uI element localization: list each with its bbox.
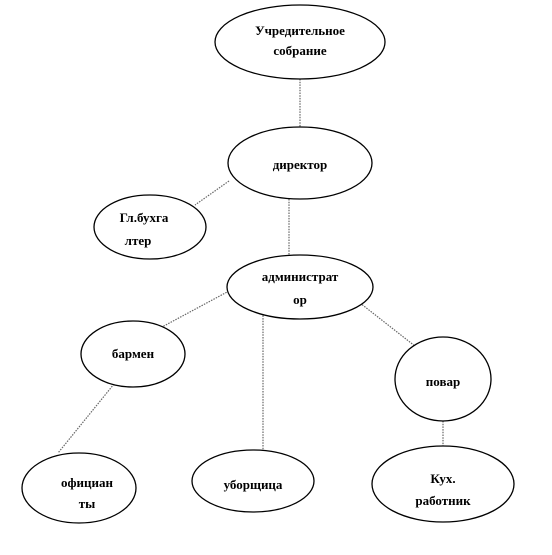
connector-lines (57, 79, 444, 454)
node-director-label: директор (273, 157, 328, 172)
node-chief-accountant-label: Гл.бухга (120, 210, 169, 225)
edge-administrator-to-bartender (161, 290, 230, 328)
node-waiters-ellipse (21, 452, 137, 524)
node-bartender-ellipse (80, 320, 186, 388)
node-cleaner-ellipse (191, 449, 315, 513)
node-administrator-label: администрат (262, 269, 339, 284)
node-cook-ellipse (394, 336, 492, 422)
node-chief-accountant-label: лтер (125, 233, 152, 248)
node-cook-label: повар (426, 374, 460, 389)
node-bartender-label: бармен (112, 346, 155, 361)
node-bartender: бармен (80, 320, 186, 388)
edge-administrator-to-cook (359, 302, 421, 351)
node-kitchen-worker-label: Кух. (430, 471, 455, 486)
node-director-ellipse (227, 126, 373, 200)
node-kitchen-worker-ellipse (371, 445, 515, 523)
node-founders-meeting-ellipse (214, 4, 386, 80)
node-waiters-label: ты (79, 496, 96, 511)
edge-director-to-chief-accountant (194, 180, 230, 206)
node-kitchen-worker-label: работник (415, 493, 471, 508)
node-waiters: официан ты (21, 452, 137, 524)
node-administrator: администрат ор (226, 254, 374, 320)
node-waiters-label: официан (61, 475, 113, 490)
node-chief-accountant-ellipse (93, 194, 207, 260)
node-administrator-label: ор (293, 292, 307, 307)
node-founders-meeting: Учредительное собрание (214, 4, 386, 80)
node-cook: повар (394, 336, 492, 422)
node-administrator-ellipse (226, 254, 374, 320)
node-kitchen-worker: Кух. работник (371, 445, 515, 523)
node-cleaner-label: уборщица (224, 477, 283, 492)
node-cleaner: уборщица (191, 449, 315, 513)
node-director: директор (227, 126, 373, 200)
node-chief-accountant: Гл.бухга лтер (93, 194, 207, 260)
node-founders-meeting-label: собрание (273, 43, 326, 58)
node-founders-meeting-label: Учредительное (255, 23, 345, 38)
edge-bartender-to-waiters (57, 383, 115, 454)
